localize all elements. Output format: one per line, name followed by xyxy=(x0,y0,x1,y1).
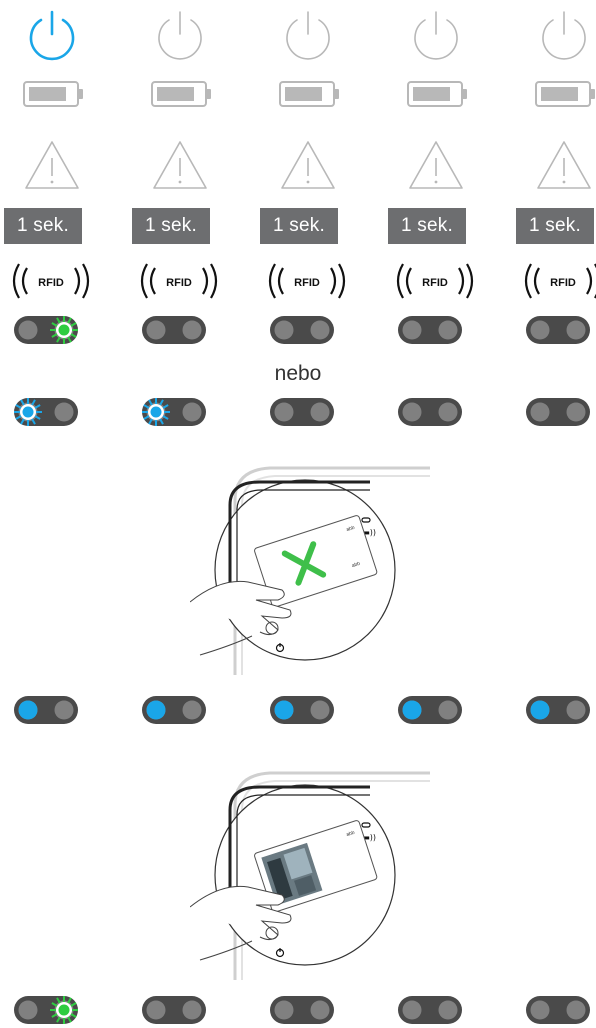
rfid-icon: RFID xyxy=(521,258,596,304)
led-indicator xyxy=(390,312,470,348)
battery-icon xyxy=(22,78,86,110)
led-indicator xyxy=(134,692,214,728)
warning-icon xyxy=(150,138,210,194)
duration-badge: 1 sek. xyxy=(132,208,210,244)
led-indicator xyxy=(262,312,342,348)
svg-text:RFID: RFID xyxy=(38,277,64,289)
led-indicator xyxy=(518,992,596,1028)
battery-icon xyxy=(278,78,342,110)
led-indicator xyxy=(390,692,470,728)
separator-text: nebo xyxy=(0,362,596,386)
svg-text:RFID: RFID xyxy=(294,277,320,289)
power-icon xyxy=(534,6,594,66)
battery-icon xyxy=(150,78,214,110)
svg-text:RFID: RFID xyxy=(166,277,192,289)
power-icon xyxy=(150,6,210,66)
battery-icon xyxy=(534,78,596,110)
warning-icon xyxy=(406,138,466,194)
user-card-illustration: ((▬)) abb xyxy=(190,765,440,980)
svg-text:RFID: RFID xyxy=(550,277,576,289)
led-indicator xyxy=(262,394,342,430)
battery-icon xyxy=(406,78,470,110)
led-indicator xyxy=(6,394,86,430)
led-indicator xyxy=(390,394,470,430)
led-indicator xyxy=(262,992,342,1028)
warning-icon xyxy=(22,138,82,194)
warning-icon xyxy=(278,138,338,194)
rfid-icon: RFID xyxy=(265,258,349,304)
led-indicator xyxy=(518,394,596,430)
rfid-icon: RFID xyxy=(393,258,477,304)
led-indicator xyxy=(134,312,214,348)
duration-badge: 1 sek. xyxy=(516,208,594,244)
duration-badge: 1 sek. xyxy=(388,208,466,244)
power-icon xyxy=(406,6,466,66)
led-indicator xyxy=(262,692,342,728)
led-indicator xyxy=(134,394,214,430)
service-card-illustration: ((▬)) abb abb xyxy=(190,460,440,675)
led-indicator xyxy=(518,692,596,728)
duration-badge: 1 sek. xyxy=(260,208,338,244)
led-indicator xyxy=(6,692,86,728)
rfid-icon: RFID xyxy=(9,258,93,304)
led-indicator xyxy=(6,992,86,1028)
power-icon xyxy=(278,6,338,66)
duration-badge: 1 sek. xyxy=(4,208,82,244)
led-indicator xyxy=(390,992,470,1028)
led-indicator xyxy=(518,312,596,348)
rfid-icon: RFID xyxy=(137,258,221,304)
led-indicator xyxy=(134,992,214,1028)
power-icon xyxy=(22,6,82,66)
svg-text:RFID: RFID xyxy=(422,277,448,289)
led-indicator xyxy=(6,312,86,348)
warning-icon xyxy=(534,138,594,194)
